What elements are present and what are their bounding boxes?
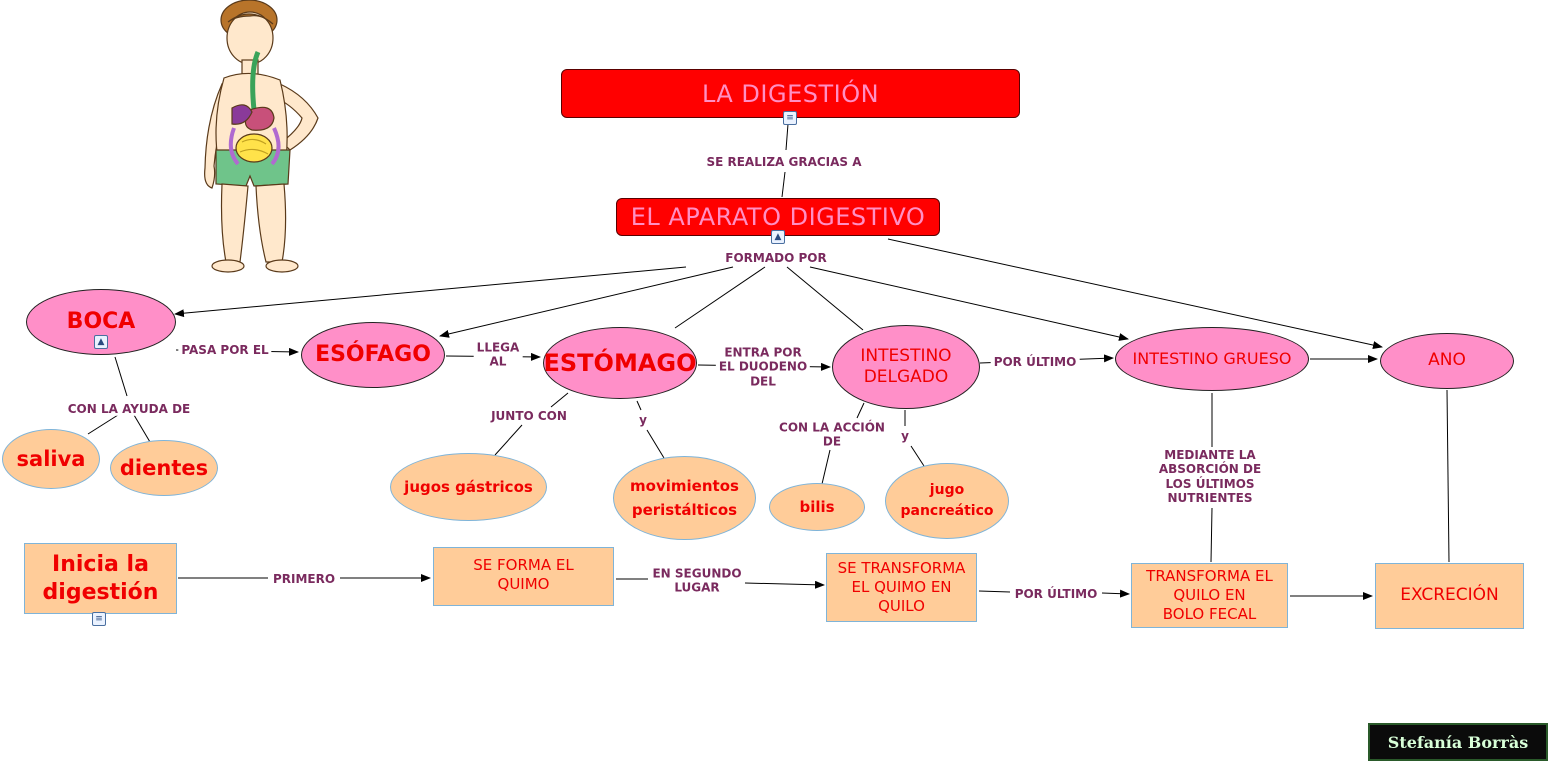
image-icon[interactable]: ▲ xyxy=(771,230,785,244)
child-digestive-system-illustration xyxy=(204,0,319,273)
author-signature: Stefanía Borràs xyxy=(1368,723,1548,761)
link-label-y-estomago: y xyxy=(636,412,650,428)
bilis-node[interactable]: bilis xyxy=(769,483,865,531)
document-icon[interactable]: ≡ xyxy=(92,612,106,626)
link-label-con-la-ayuda: CON LA AYUDA DE xyxy=(64,401,194,417)
inicia-digestion-node[interactable]: Inicia la digestión xyxy=(24,543,177,614)
jugo-pancreatico-node[interactable]: jugo pancreático xyxy=(885,463,1009,539)
link-label-junto-con: JUNTO CON xyxy=(488,408,570,424)
link-label-llega-al: LLEGA AL xyxy=(473,340,523,370)
link-label-pasa-por: PASA POR EL xyxy=(178,342,272,358)
link-label-por-ultimo-1: POR ÚLTIMO xyxy=(990,354,1080,370)
se-transforma-quilo-node[interactable]: SE TRANSFORMA EL QUIMO EN QUILO xyxy=(826,553,977,622)
la-digestion-node[interactable]: LA DIGESTIÓN xyxy=(561,69,1020,118)
esofago-node[interactable]: ESÓFAGO xyxy=(301,322,445,388)
excrecion-node[interactable]: EXCRECIÓN xyxy=(1375,563,1524,629)
link-label-se-realiza: SE REALIZA GRACIAS A xyxy=(703,154,865,170)
link-label-primero: PRIMERO xyxy=(269,571,339,587)
link-label-mediante: MEDIANTE LA ABSORCIÓN DE LOS ÚLTIMOS NUT… xyxy=(1155,448,1265,506)
intestino-grueso-node[interactable]: INTESTINO GRUESO xyxy=(1115,327,1309,391)
link-label-por-ultimo-2: POR ÚLTIMO xyxy=(1011,586,1101,602)
dientes-node[interactable]: dientes xyxy=(110,440,218,496)
jugos-gastricos-node[interactable]: jugos gástricos xyxy=(390,453,547,521)
intestino-delgado-node[interactable]: INTESTINO DELGADO xyxy=(832,325,980,409)
link-label-con-la-accion: CON LA ACCIÓN DE xyxy=(776,420,888,450)
link-label-formado-por: FORMADO POR xyxy=(722,250,830,266)
image-icon[interactable]: ▲ xyxy=(94,335,108,349)
document-icon[interactable]: ≡ xyxy=(783,111,797,125)
movimientos-peristalticos-node[interactable]: movimientos peristálticos xyxy=(613,456,756,540)
ano-node[interactable]: ANO xyxy=(1380,333,1514,389)
saliva-node[interactable]: saliva xyxy=(2,429,100,489)
se-forma-quimo-node[interactable]: SE FORMA EL QUIMO xyxy=(433,547,614,606)
link-label-en-segundo: EN SEGUNDO LUGAR xyxy=(649,566,745,596)
bolo-fecal-node[interactable]: TRANSFORMA EL QUILO EN BOLO FECAL xyxy=(1131,563,1288,628)
estomago-node[interactable]: ESTÓMAGO xyxy=(543,327,697,399)
link-label-y-intestino: y xyxy=(898,428,912,444)
link-label-entra-por: ENTRA POR EL DUODENO DEL xyxy=(715,345,811,389)
aparato-digestivo-node[interactable]: EL APARATO DIGESTIVO xyxy=(616,198,940,236)
